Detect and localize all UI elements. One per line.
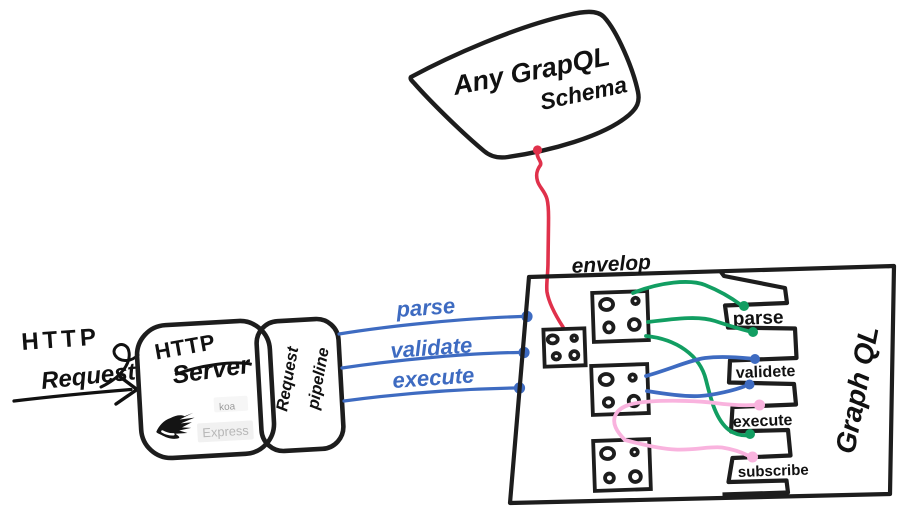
svg-text:validete: validete <box>736 363 796 382</box>
svg-text:parse: parse <box>395 293 456 322</box>
svg-text:parse: parse <box>732 307 783 330</box>
svg-text:Express: Express <box>202 423 249 441</box>
svg-text:validate: validate <box>390 332 473 363</box>
svg-text:execute: execute <box>733 412 793 431</box>
svg-text:koa: koa <box>219 401 236 413</box>
svg-text:Request: Request <box>273 344 302 413</box>
svg-text:pipeline: pipeline <box>304 346 333 412</box>
svg-text:Graph QL: Graph QL <box>829 323 884 456</box>
svg-text:execute: execute <box>392 362 475 393</box>
svg-text:HTTP: HTTP <box>21 324 101 356</box>
svg-text:subscribe: subscribe <box>738 462 809 481</box>
svg-text:envelop: envelop <box>571 251 652 278</box>
